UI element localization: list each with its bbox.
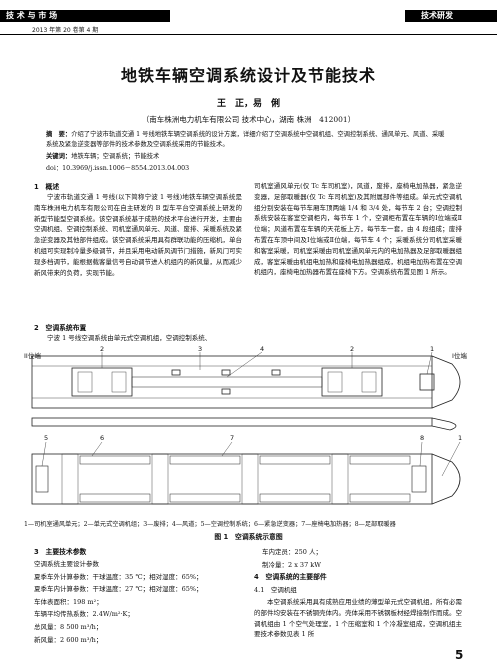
callout-4: 4 xyxy=(260,346,264,353)
section-2-body: 宁波 1 号线空调系统由单元式空调机组，空调控制系统、 xyxy=(47,334,212,342)
authors: 王 正，易 俐 xyxy=(216,99,280,109)
page-number: 5 xyxy=(455,648,464,662)
parameter-item: 总风量：8 500 m³/h； xyxy=(34,622,103,631)
callout-6: 6 xyxy=(100,434,104,442)
journal-section-title: 技 术 与 市 场 xyxy=(6,11,58,20)
parameter-item: 车辆平均传热系数：2.4W/m²·K； xyxy=(34,610,134,619)
car-floor-plan xyxy=(31,453,461,505)
hvac-layout-figure: II位端 I位端 2 3 4 2 1 5 6 7 8 1 xyxy=(22,345,474,514)
column-section-bar: 技术研发 xyxy=(405,10,497,22)
abstract-label: 摘 要： xyxy=(46,131,72,138)
parameter-item: 新风量：2 600 m³/h； xyxy=(34,635,103,644)
section-3-heading: 3 主要技术参数 xyxy=(34,548,87,556)
seat-row xyxy=(79,455,151,465)
doi: doi：10.3969/j.issn.1006－8554.2013.04.003 xyxy=(46,165,190,172)
figure-caption: 图 1 空调系统示意图 xyxy=(214,533,283,541)
control-cabinet xyxy=(35,465,49,493)
parameter-list: 空调系统主要设计参数 夏季车外计算参数：干球温度：35 ℃；相对湿度：65%； … xyxy=(34,558,244,646)
end-mark-i: I位端 xyxy=(452,351,467,360)
section-4-1-heading: 4.1 空调机组 xyxy=(254,586,297,594)
journal-section-bar: 技 术 与 市 场 xyxy=(0,10,170,22)
figure-legend: 1—司机室通风单元；2—单元式空调机组；3—废排；4—风道；5—空调控制系统；6… xyxy=(24,521,396,528)
car-side-view xyxy=(31,417,457,431)
column-section-title: 技术研发 xyxy=(421,11,453,20)
section-4-heading: 4 空调系统的主要部件 xyxy=(254,573,327,581)
ac-unit-1 xyxy=(71,367,133,397)
callout-3: 3 xyxy=(198,346,202,353)
column-2-body: 司机室通风单元(仅 Tc 车司机室)，风道，废排，座椅电加热器，紧急逆变器，足部… xyxy=(254,182,462,277)
parameter-item: 车内定员：250 人； xyxy=(262,548,322,556)
keywords: 关键词：地铁车辆；空调系统；节能技术 xyxy=(46,152,446,162)
callout-7: 7 xyxy=(230,434,234,442)
section-2-heading: 2 空调系统布置 xyxy=(34,324,87,332)
callout-1: 1 xyxy=(430,346,434,353)
parameter-item: 制冷量：2 x 37 kW xyxy=(262,561,321,569)
section-1-body: 宁波市轨道交通 1 号线(以下简称宁波 1 号线)地铁车辆空调系统是南车株洲电力… xyxy=(34,193,242,277)
callout-1b: 1 xyxy=(458,434,462,442)
abstract: 摘 要：介绍了宁波市轨道交通 1 号线地铁车辆空调系统的设计方案，详细介绍了空调… xyxy=(46,130,446,150)
section-4-1-body: 本空调系统采用具有成熟应用业绩的薄型单元式空调机组，所有必需的部件均安装在不锈钢… xyxy=(254,598,462,639)
parameter-list-cont: 车内定员：250 人； xyxy=(262,546,472,558)
keywords-text: 地铁车辆；空调系统；节能技术 xyxy=(71,153,160,160)
parameter-item: 空调系统主要设计参数 xyxy=(34,560,99,568)
article-title: 地铁车辆空调系统设计及节能技术 xyxy=(120,66,376,85)
section-1-heading: 1 概述 xyxy=(34,183,60,191)
car-roof-view xyxy=(31,355,461,409)
callout-2: 2 xyxy=(100,346,104,353)
issue-info: 2013 年第 20 卷第 4 期 xyxy=(32,27,99,34)
air-duct xyxy=(131,376,323,388)
header-rule xyxy=(0,34,497,35)
parameter-item: 夏季车外计算参数：干球温度：35 ℃；相对湿度：65%； xyxy=(34,572,203,581)
end-mark-ii: II位端 xyxy=(24,351,41,360)
abstract-text: 介绍了宁波市轨道交通 1 号线地铁车辆空调系统的设计方案，详细介绍了空调系统中空… xyxy=(46,131,445,148)
ac-unit-2 xyxy=(321,367,383,397)
affiliation: （南车株洲电力机车有限公司 技术中心，湖南 株洲 412001） xyxy=(141,115,356,124)
parameter-item: 车体表面积：198 m²； xyxy=(34,597,103,606)
train-diagram: II位端 I位端 2 3 4 2 1 5 6 7 8 1 xyxy=(24,345,467,505)
callout-5: 5 xyxy=(44,434,48,442)
inverter-box xyxy=(411,465,427,493)
callout-2b: 2 xyxy=(350,346,354,353)
keywords-label: 关键词： xyxy=(46,153,72,160)
callout-8: 8 xyxy=(420,434,424,442)
parameter-item: 夏季车内计算参数：干球温度：27 ℃；相对湿度：65%； xyxy=(34,585,203,594)
